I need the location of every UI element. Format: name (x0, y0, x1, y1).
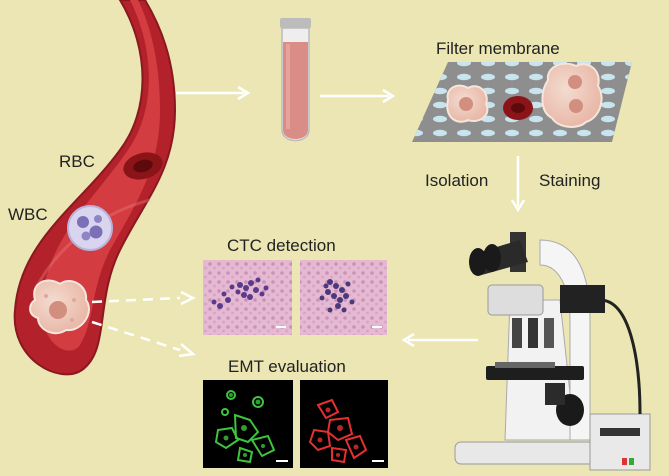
test-tube-icon (280, 18, 311, 142)
ctc-cell-icon (29, 279, 90, 335)
rbc-label: RBC (59, 152, 95, 171)
membrane-rbc (503, 96, 533, 120)
ctc-detection-title: CTC detection (227, 236, 336, 255)
microscope-icon (454, 232, 651, 471)
rbc-cell-icon (123, 152, 163, 180)
emt-evaluation-image-green (203, 380, 293, 468)
wbc-cell-icon (67, 205, 113, 251)
dashed-arrow-to-emt-evaluation (91, 320, 196, 358)
membrane-ctc-right (541, 62, 603, 128)
emt-evaluation-image-red (300, 380, 388, 468)
arrow-tube-to-membrane (320, 88, 396, 104)
arrow-vessel-to-tube (176, 85, 251, 101)
filter-membrane-title: Filter membrane (436, 39, 560, 58)
wbc-label: WBC (8, 205, 48, 224)
ctc-detection-image-2 (300, 260, 387, 335)
emt-evaluation-title: EMT evaluation (228, 357, 346, 376)
dashed-arrow-to-ctc-detection (91, 290, 196, 306)
filter-membrane-icon (412, 62, 632, 142)
ctc-detection-image-1 (203, 260, 292, 335)
arrow-membrane-to-microscope (510, 156, 526, 213)
arrow-microscope-to-results (401, 332, 478, 348)
staining-label: Staining (539, 171, 600, 190)
isolation-label: Isolation (425, 171, 488, 190)
membrane-ctc-left (446, 84, 489, 123)
